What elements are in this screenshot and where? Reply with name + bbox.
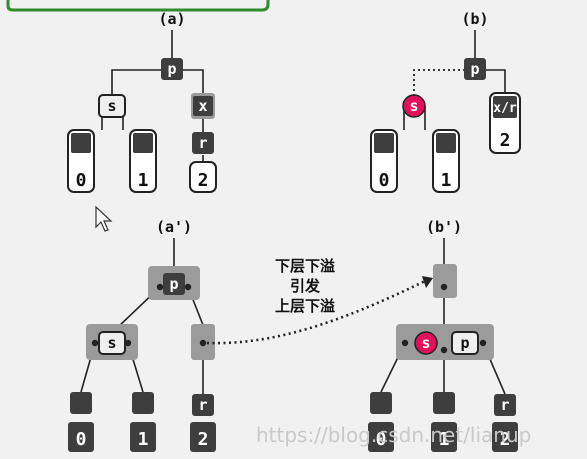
panel-a-prime-node-empty [191, 324, 215, 360]
panel-a-key-r: r [198, 134, 207, 152]
panel-a-prime-leaf-0-label: 0 [76, 429, 87, 450]
caption-line-1: 下层下溢 [275, 257, 335, 275]
panel-a-leaf-2: 2 [189, 161, 217, 193]
panel-a-node-x: x [191, 93, 215, 119]
panel-a-prime-leaf-0: 0 [68, 392, 94, 452]
panel-b-key-s: s [409, 97, 418, 115]
caption-line-3: 上层下溢 [275, 297, 335, 315]
panel-a-key-p: p [167, 60, 176, 78]
highlight-frame [6, 0, 270, 12]
panel-a-prime-node-p: p [148, 266, 200, 300]
panel-a-prime-key-r: r [198, 396, 207, 414]
dotted-arrow-head [422, 276, 433, 288]
panel-a-leaf-0-label: 0 [76, 170, 87, 191]
panel-a-prime-node-s: s [86, 324, 138, 360]
panel-b-leaf-2-label: 2 [500, 130, 511, 151]
panel-b-prime-leaf-2-label: 2 [500, 429, 511, 450]
panel-b-leaf-0: 0 [370, 129, 398, 193]
mouse-cursor-icon [95, 205, 113, 232]
panel-b-prime-leaf-2: r 2 [492, 394, 518, 452]
panel-a-key-s: s [107, 97, 116, 115]
caption: 下层下溢 引发 上层下溢 [275, 257, 335, 315]
dotted-arrow [206, 279, 426, 345]
panel-b-prime-leaf-1: 1 [431, 392, 457, 452]
panel-b-prime-key-r: r [500, 396, 509, 414]
panel-a-prime-leaf-1: 1 [130, 392, 156, 452]
panel-b-node-s: s [402, 94, 426, 118]
panel-b-prime-leaf-1-label: 1 [439, 429, 450, 450]
panel-b-node-xr: x/r 2 [489, 92, 521, 154]
panel-b-prime-leaf-0: 0 [368, 392, 394, 452]
watermark: https://blog.csdn.net/lianup [256, 423, 531, 447]
panel-a-label: (a) [158, 10, 185, 28]
panel-b-prime: (b') s p 0 1 [368, 218, 518, 452]
panel-b-leaf-0-label: 0 [379, 170, 390, 191]
panel-b-node-p: p [464, 58, 486, 80]
panel-a-leaf-2-label: 2 [198, 170, 209, 191]
panel-a-prime-key-s: s [107, 334, 116, 352]
panel-b-prime-key-p: p [460, 334, 469, 352]
panel-a-prime-key-p: p [169, 275, 178, 293]
panel-a-prime: (a') p s 0 [68, 218, 216, 452]
panel-a: (a) p s x r 0 [67, 10, 217, 193]
panel-b-key-p: p [470, 60, 479, 78]
panel-b-prime-node-empty [433, 264, 457, 298]
panel-a-prime-edges [80, 238, 204, 394]
panel-b-prime-leaf-0-label: 0 [376, 429, 387, 450]
panel-a-prime-leaf-2-label: 2 [198, 429, 209, 450]
panel-b: (b) p s x/r 2 0 1 [370, 10, 521, 193]
panel-a-leaf-1: 1 [129, 129, 157, 193]
panel-a-prime-leaf-2: r 2 [190, 394, 216, 452]
panel-a-prime-label: (a') [156, 218, 192, 236]
panel-a-node-s: s [98, 94, 126, 118]
panel-b-label: (b) [461, 10, 488, 28]
panel-a-prime-leaf-1-label: 1 [138, 429, 149, 450]
panel-a-key-x: x [198, 97, 207, 115]
panel-a-leaf-0: 0 [67, 129, 95, 193]
panel-b-dotted-edge [413, 69, 465, 96]
panel-b-leaf-1-label: 1 [441, 170, 452, 191]
panel-a-node-p: p [161, 58, 183, 80]
panel-b-prime-key-s: s [421, 334, 430, 352]
panel-b-prime-edges [380, 238, 506, 395]
panel-b-leaf-1: 1 [432, 129, 460, 193]
caption-line-2: 引发 [290, 277, 321, 295]
panel-a-node-r: r [192, 132, 214, 154]
panel-b-prime-label: (b') [426, 218, 462, 236]
panel-a-leaf-1-label: 1 [138, 170, 149, 191]
panel-b-prime-node-sp: s p [396, 324, 494, 360]
panel-b-key-xr: x/r [493, 101, 517, 116]
